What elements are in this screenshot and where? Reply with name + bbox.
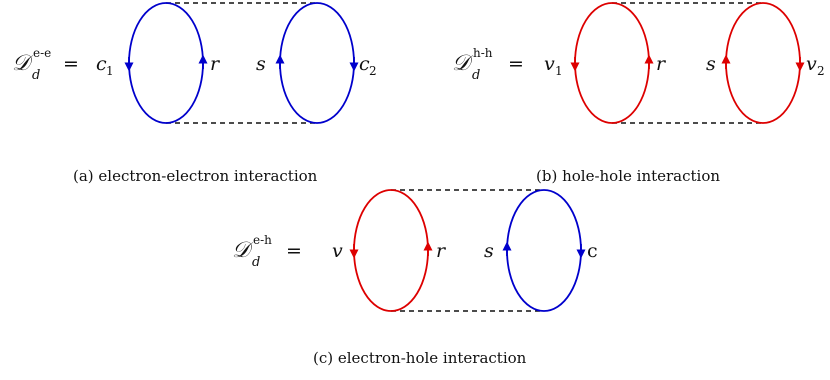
panel-c-equals: = <box>286 240 302 262</box>
panel-a-equals: = <box>63 53 79 75</box>
panel-a-label-r: r <box>210 53 221 75</box>
panel-b-label-v2-sub: 2 <box>817 64 825 78</box>
panel-c-lhs-base: 𝒟 <box>232 238 254 263</box>
panel-c-lhs-sub: d <box>252 255 260 270</box>
panel-b-caption: (b) hole-hole interaction <box>536 167 720 185</box>
panel-b-label-v2: v <box>806 53 817 75</box>
panel-c-left-loop <box>353 189 429 312</box>
panel-a-lhs: 𝒟 e-e d = <box>12 46 79 83</box>
panel-a-lhs-base: 𝒟 <box>12 51 34 76</box>
panel-a-label-c1: c <box>96 53 107 75</box>
panel-b-label-v1-sub: 1 <box>555 64 563 78</box>
panel-a-label-s: s <box>256 53 266 75</box>
panel-c-caption: (c) electron-hole interaction <box>313 349 527 367</box>
panel-a-lhs-sup: e-e <box>33 46 51 60</box>
panel-c-label-r: r <box>436 240 447 262</box>
panel-c: 𝒟 e-h d = v r s c (c) electron-hole inte… <box>232 189 598 367</box>
panel-c-lhs: 𝒟 e-h d = <box>232 233 302 270</box>
panel-b: 𝒟 h-h d = v 1 r s v 2 (b) hole-hole inte… <box>452 2 825 185</box>
panel-b-label-r: r <box>656 53 667 75</box>
panel-a-lhs-sub: d <box>32 68 40 83</box>
panel-a: 𝒟 e-e d = c 1 r s c 2 (a) electron-elect… <box>12 2 377 185</box>
panel-a-left-loop <box>128 2 204 124</box>
panel-b-lhs-base: 𝒟 <box>452 51 474 76</box>
panel-a-label-c2: c <box>359 53 370 75</box>
panel-b-equals: = <box>508 53 524 75</box>
panel-a-label-c2-sub: 2 <box>369 64 377 78</box>
panel-c-label-v: v <box>332 240 343 262</box>
panel-b-label-s: s <box>706 53 716 75</box>
panel-c-label-s: s <box>484 240 494 262</box>
panel-b-right-loop <box>725 2 801 124</box>
panel-b-lhs: 𝒟 h-h d = <box>452 46 524 83</box>
panel-c-lhs-sup: e-h <box>253 233 272 247</box>
panel-b-left-loop <box>574 2 650 124</box>
panel-a-label-c1-sub: 1 <box>106 64 114 78</box>
panel-a-right-loop <box>279 2 355 124</box>
panel-b-lhs-sup: h-h <box>473 46 493 60</box>
panel-b-lhs-sub: d <box>472 68 480 83</box>
panel-b-label-v1: v <box>544 53 555 75</box>
panel-c-right-loop <box>506 189 582 312</box>
panel-c-label-c: c <box>587 240 598 262</box>
panel-a-caption: (a) electron-electron interaction <box>73 167 318 185</box>
